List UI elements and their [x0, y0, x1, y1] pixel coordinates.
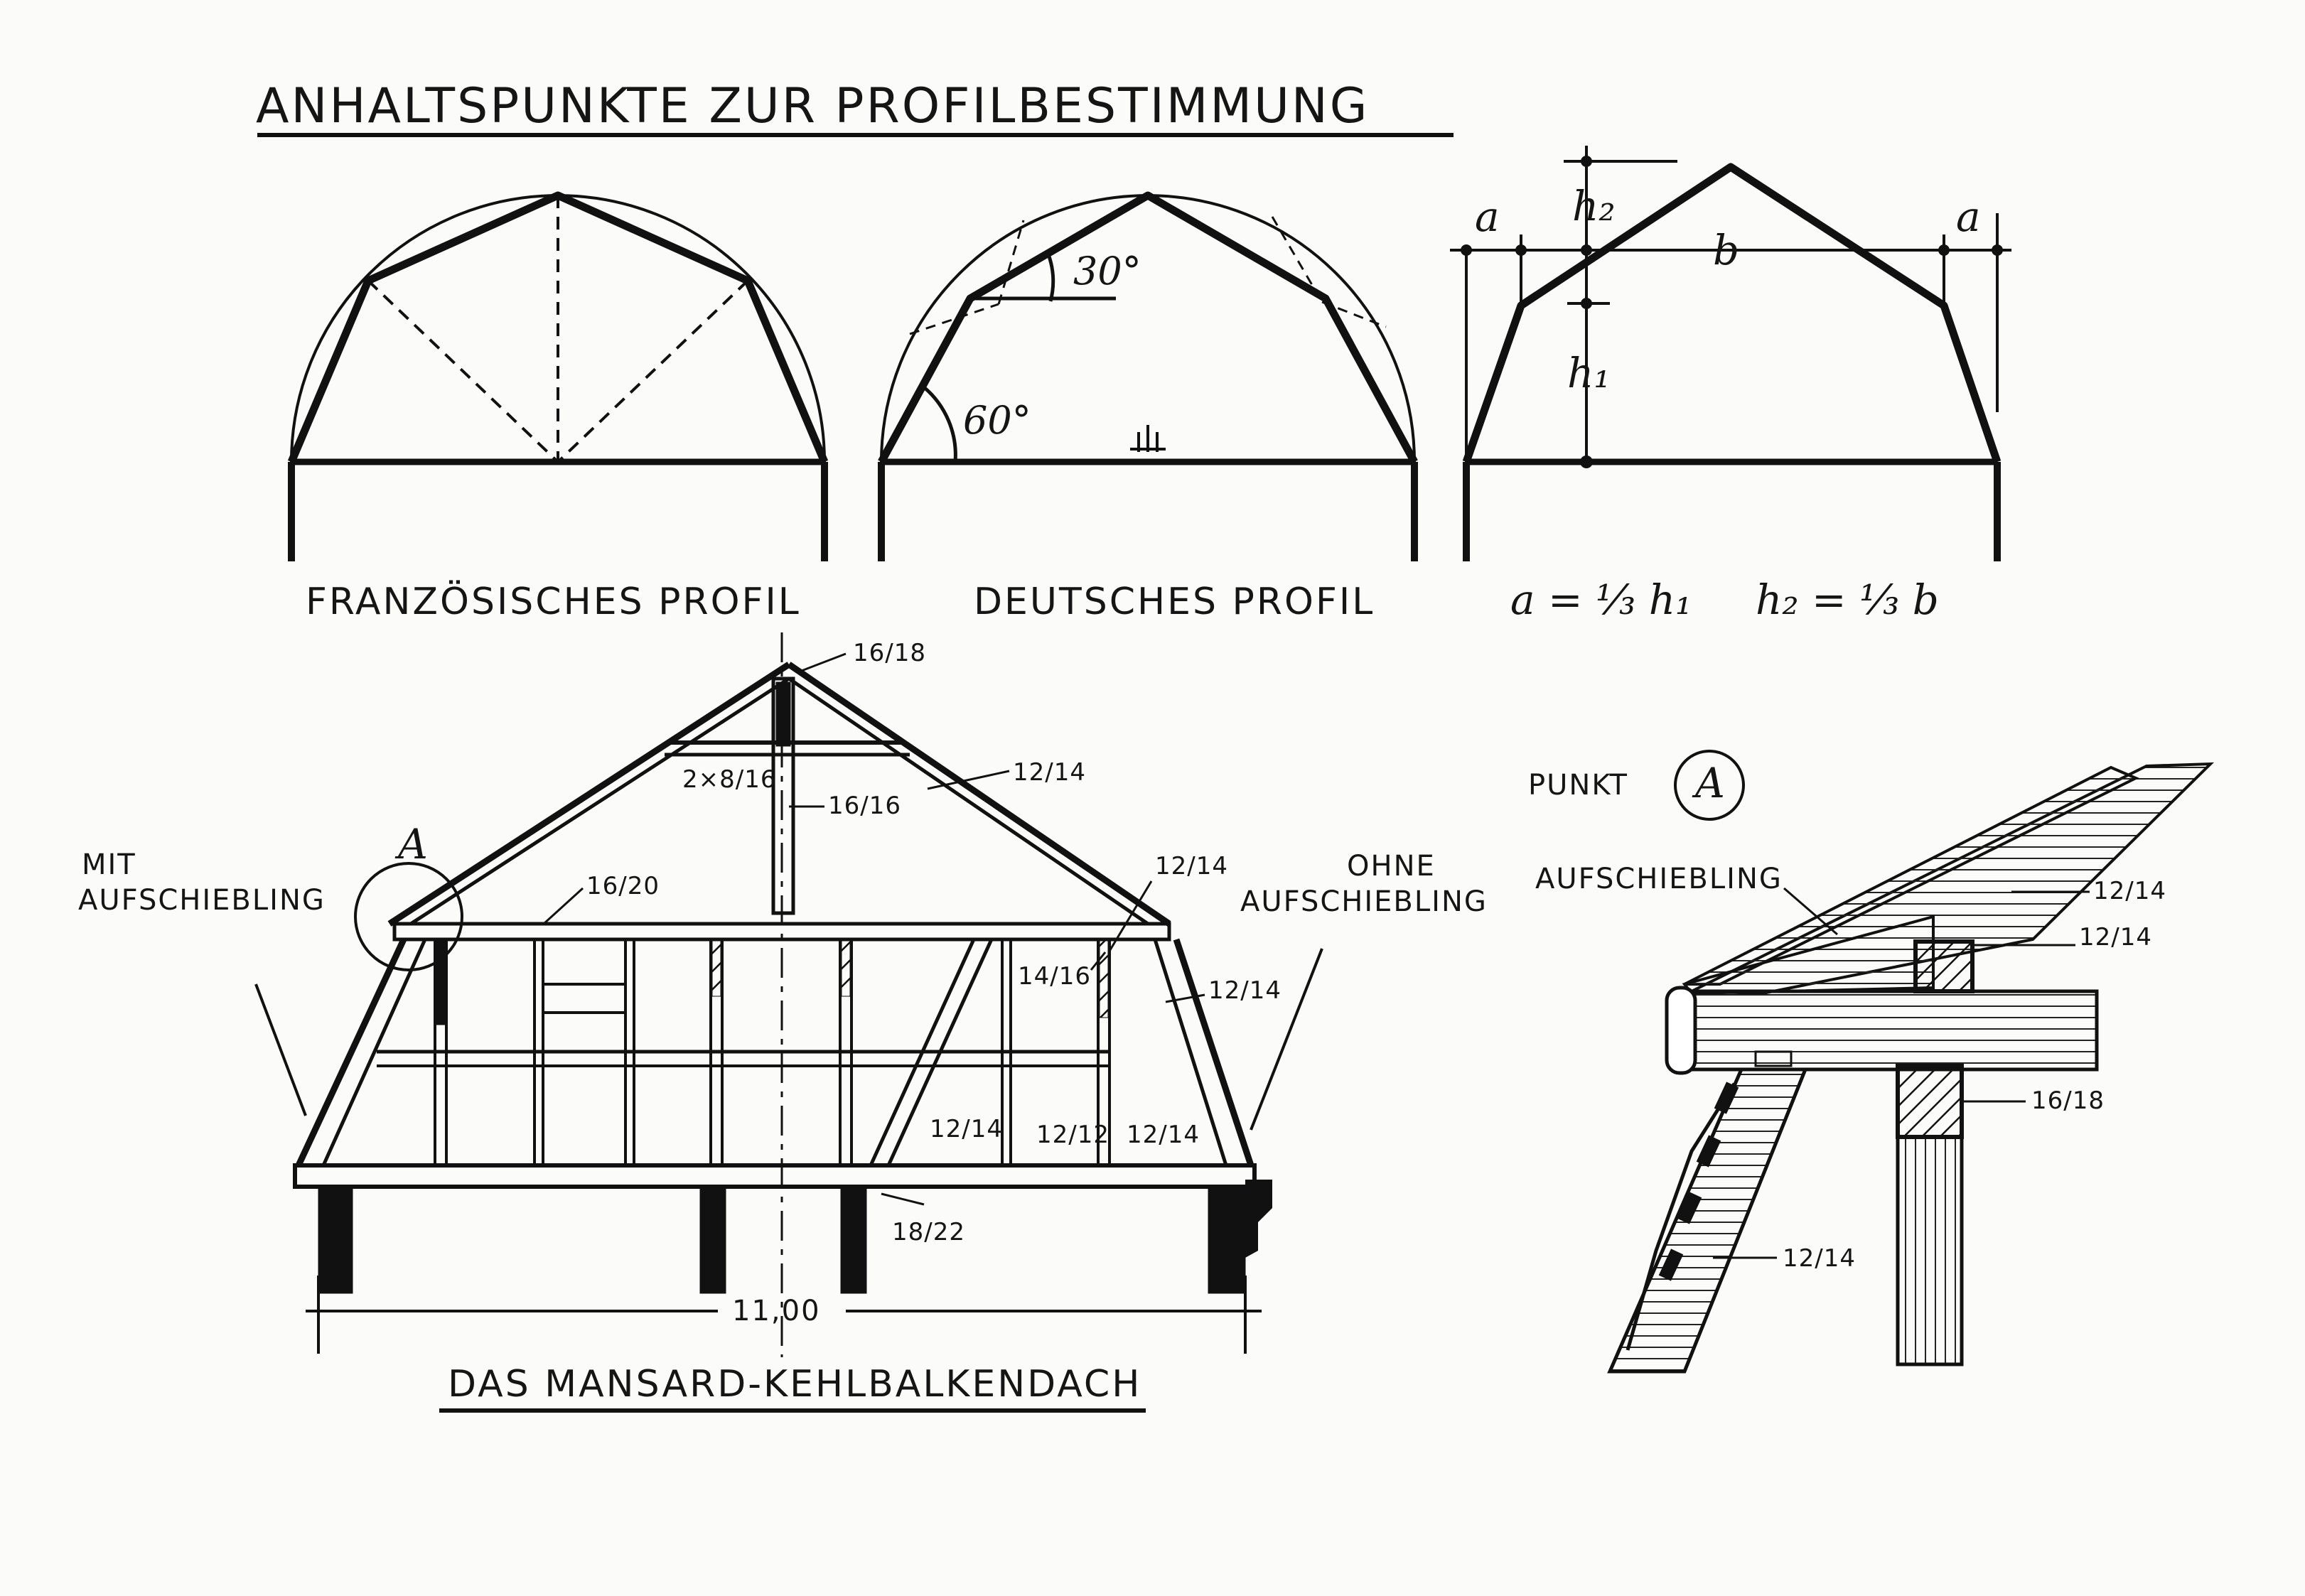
- dimension-h1: h₁: [1567, 349, 1611, 397]
- label-14-16: 14/16: [1018, 962, 1091, 991]
- label-16-16: 16/16: [828, 792, 901, 820]
- main-title: ANHALTSPUNKTE ZUR PROFILBESTIMMUNG: [256, 78, 1369, 134]
- label-12-14-right: 12/14: [1155, 852, 1228, 880]
- detail-label-aufschiebling: AUFSCHIEBLING: [1535, 863, 1783, 895]
- angle-label-30: 30°: [1073, 249, 1141, 293]
- detail-label-16-18: 16/18: [2031, 1087, 2105, 1115]
- german-profile-caption: DEUTSCHES PROFIL: [974, 581, 1375, 623]
- proportion-profile: [1450, 146, 2011, 561]
- mansard-roof-section: [254, 632, 1323, 1357]
- angle-label-60: 60°: [963, 398, 1031, 443]
- dimension-a-right: a: [1956, 193, 1981, 241]
- detail-title: PUNKT: [1528, 769, 1628, 802]
- dimension-h2: h₂: [1572, 182, 1616, 230]
- proportion-formula-1: a = ⅓ h₁: [1510, 576, 1692, 624]
- label-16-20: 16/20: [586, 872, 660, 900]
- label-12-14-lower-right: 12/14: [1208, 976, 1282, 1005]
- detail-label-12-14-rafter: 12/14: [2093, 877, 2166, 905]
- label-2x8-16: 2×8/16: [682, 765, 776, 794]
- french-profile: [287, 191, 829, 561]
- proportion-formula-2: h₂ = ⅓ b: [1756, 576, 1939, 624]
- label-ohne: OHNE: [1347, 850, 1436, 883]
- label-16-18: 16/18: [853, 639, 926, 667]
- point-a-marker: A: [394, 820, 428, 868]
- label-12-12: 12/12: [1036, 1121, 1109, 1149]
- french-profile-caption: FRANZÖSISCHES PROFIL: [306, 580, 801, 623]
- detail-label-12-14-purlin: 12/14: [2079, 923, 2152, 951]
- label-mit: MIT: [82, 848, 136, 881]
- detail-point-a: [1607, 750, 2215, 1374]
- label-mit-aufschiebling: AUFSCHIEBLING: [78, 884, 326, 917]
- overall-dimension: 11,00: [732, 1295, 821, 1327]
- label-12-14-brace: 12/14: [930, 1115, 1003, 1143]
- dimension-a-left: a: [1475, 193, 1500, 241]
- mansard-caption: DAS MANSARD-KEHLBALKENDACH: [448, 1363, 1141, 1406]
- label-12-14-rafter: 12/14: [1013, 758, 1086, 787]
- dimension-b: b: [1713, 226, 1739, 274]
- german-profile: [878, 191, 1418, 561]
- label-ohne-aufschiebling: AUFSCHIEBLING: [1240, 885, 1488, 918]
- label-18-22: 18/22: [892, 1218, 965, 1246]
- detail-title-marker: A: [1692, 759, 1725, 807]
- detail-label-12-14-lower: 12/14: [1783, 1244, 1856, 1273]
- label-12-14-corner: 12/14: [1127, 1121, 1200, 1149]
